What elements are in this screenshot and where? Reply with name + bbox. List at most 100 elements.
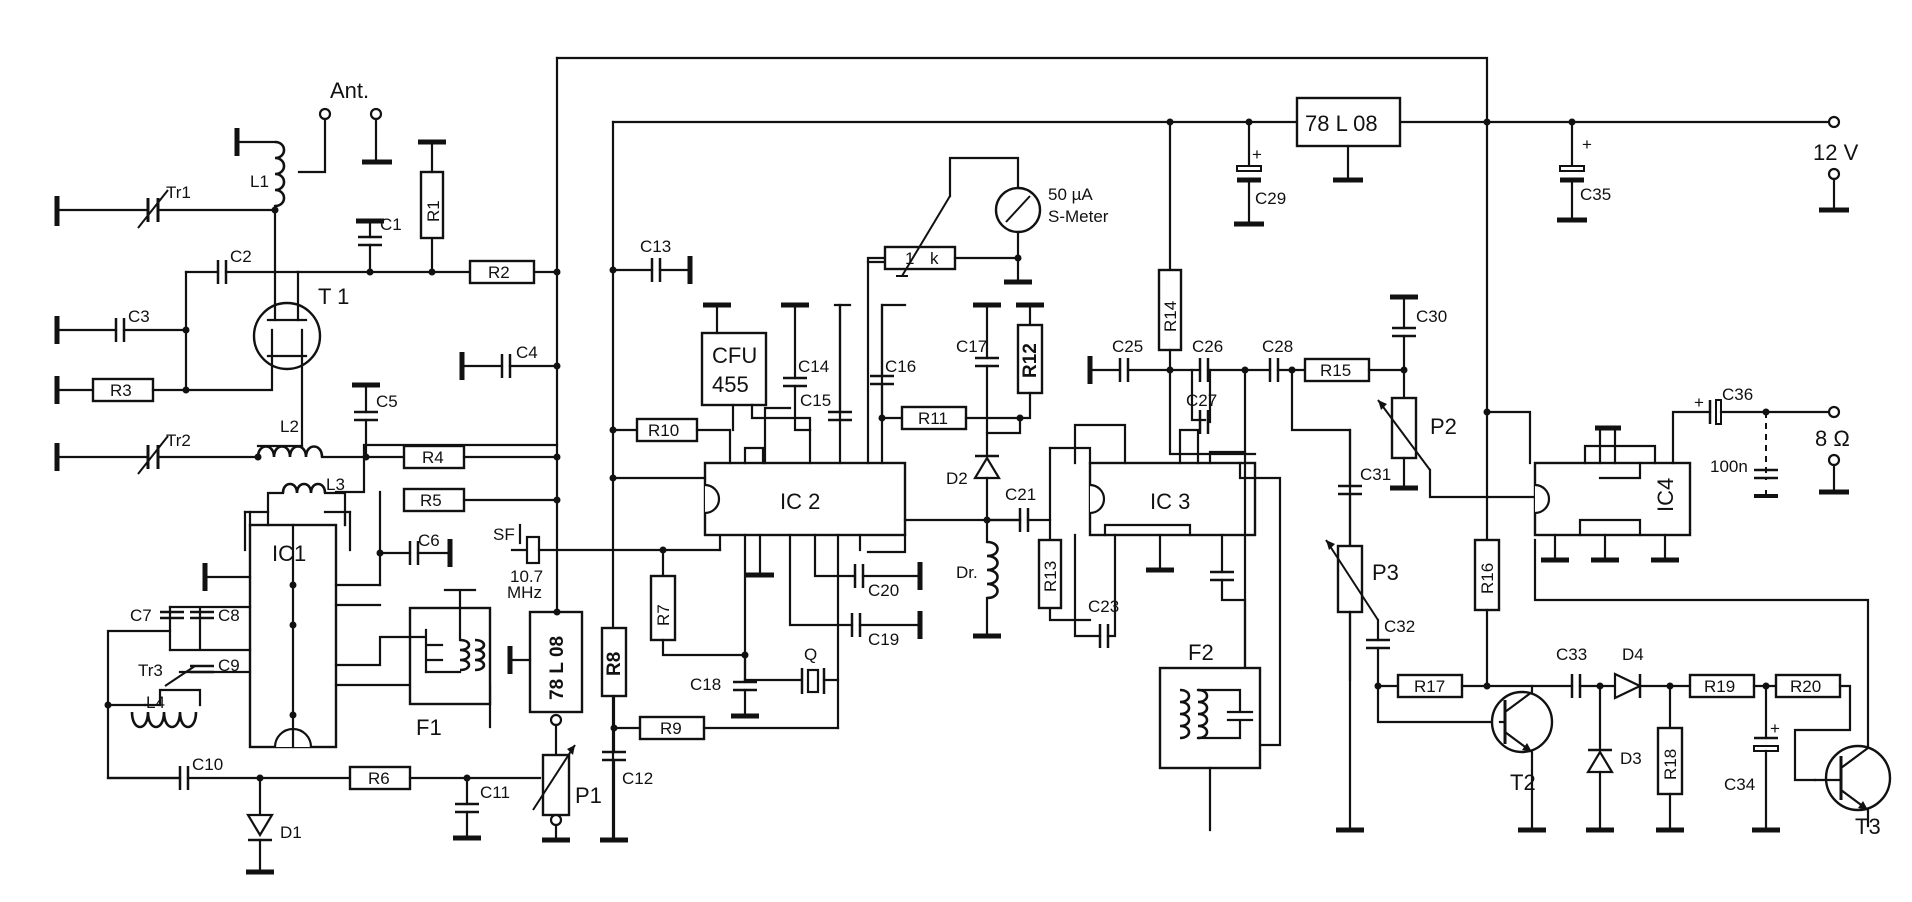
c2-label: C2: [230, 247, 252, 266]
r2-label: R2: [488, 263, 510, 282]
c6-label: C6: [418, 531, 440, 550]
r10-label: R10: [648, 421, 679, 440]
ic2-label: IC 2: [780, 489, 820, 514]
antenna-label: Ant.: [330, 78, 369, 103]
c31-label: C31: [1360, 465, 1391, 484]
potentiometer-p3: C31 P3 C32: [1325, 428, 1502, 833]
sf-freq: 10.7: [510, 567, 543, 586]
ic1-mixer: IC1 L3: [202, 443, 559, 749]
c1-label: C1: [380, 215, 402, 234]
cfu-bottom-label: 455: [712, 372, 749, 397]
r14-label: R14: [1161, 301, 1180, 332]
svg-text:+: +: [1694, 393, 1704, 412]
c15-label: C15: [800, 391, 831, 410]
ic3-input-network: C25 R14 C26 C28 R15: [1087, 268, 1408, 682]
c17-label: C17: [956, 337, 987, 356]
r1-label: R1: [424, 200, 443, 222]
svg-text:+: +: [1252, 145, 1262, 164]
sf-label: SF: [493, 525, 515, 544]
c29-label: C29: [1255, 189, 1286, 208]
d1-label: D1: [280, 823, 302, 842]
tr1-label: Tr1: [166, 183, 191, 202]
ic3-label: IC 3: [1150, 489, 1190, 514]
regulator-second-label: 78 L 08: [547, 636, 568, 700]
r9-label: R9: [660, 719, 682, 738]
l4-label: L4: [146, 693, 165, 712]
capacitor-c13: C13: [609, 237, 693, 284]
meter-value: 50 µA: [1048, 185, 1093, 204]
c27-label: C27: [1186, 391, 1217, 410]
output-stage: C33 D3 D4 R18 R19 + C34 R20: [1530, 538, 1892, 839]
c13-label: C13: [640, 237, 671, 256]
c30-label: C30: [1416, 307, 1447, 326]
c12-label: C12: [622, 769, 653, 788]
r11-label: R11: [918, 409, 948, 428]
c10-label: C10: [192, 755, 223, 774]
c26-label: C26: [1192, 337, 1223, 356]
ceramic-filter-cfu455: CFU 455: [700, 302, 812, 432]
regulator-top-label: 78 L 08: [1305, 111, 1378, 136]
ic2-if: IC 2 R10: [609, 260, 1022, 730]
r8-c12-r9: R8 C12 R9: [600, 626, 840, 843]
capacitor-c35: + C35: [1557, 120, 1611, 223]
oscillator-tank: C7 C8 C9 Tr3 L4: [104, 605, 252, 780]
c20-label: C20: [868, 581, 899, 600]
r12-label: R12: [1020, 343, 1041, 378]
meter-name: S-Meter: [1048, 207, 1109, 226]
svg-text:+: +: [1582, 135, 1592, 154]
c34-label: C34: [1724, 775, 1755, 794]
drain-network: C1 R1 R2: [356, 139, 561, 285]
resistor-r11: R11: [880, 405, 1024, 431]
t3-label: T3: [1855, 814, 1881, 839]
r16-label: R16: [1478, 563, 1497, 594]
c100n-label: 100n: [1710, 457, 1748, 476]
c11-label: C11: [480, 783, 510, 802]
detector-section: C17 R12 D2 C21 Dr.: [946, 302, 1052, 639]
r18-label: R18: [1661, 749, 1680, 780]
d3-label: D3: [1620, 749, 1642, 768]
p2-label: P2: [1430, 414, 1457, 439]
p1-label: P1: [575, 783, 602, 808]
svg-text:+: +: [1770, 719, 1780, 738]
r7-label: R7: [654, 604, 673, 626]
c35-label: C35: [1580, 185, 1611, 204]
q-label: Q: [804, 645, 817, 664]
c3-label: C3: [128, 307, 150, 326]
p3-label: P3: [1372, 560, 1399, 585]
l3-label: L3: [326, 475, 345, 494]
r15-label: R15: [1320, 361, 1351, 380]
varactor-tuning: C10 D1 R6 C11: [106, 755, 542, 875]
capacitor-c29: + C29: [1234, 120, 1286, 227]
c33-label: C33: [1556, 645, 1587, 664]
dr-label: Dr.: [956, 563, 978, 582]
ic2-decoupling: C14 C15 C16: [781, 302, 916, 432]
pot-1k-b: k: [930, 249, 939, 268]
d4-label: D4: [1622, 645, 1644, 664]
input-network: C2 C3 R3: [54, 247, 300, 404]
agc-transistor-t2: R16 R17 T2: [1396, 538, 1554, 833]
regulator-ic1-supply: 78 L 08: [507, 608, 584, 757]
c36-label: C36: [1722, 385, 1753, 404]
pot-1k-a: 1: [905, 249, 914, 268]
c21-label: C21: [1005, 485, 1036, 504]
t2-label: T2: [1510, 770, 1536, 795]
potentiometer-p1: P1: [532, 744, 602, 843]
capacitor-c4: C4: [459, 343, 561, 380]
r20-label: R20: [1790, 677, 1821, 696]
tr3-label: Tr3: [138, 661, 163, 680]
r5-c6: R5 C6: [376, 487, 561, 567]
c14-label: C14: [798, 357, 829, 376]
supply-terminal: 12 V: [1813, 115, 1859, 213]
ic4-audio-amp: IC4 + C36 100n 8 Ω: [1483, 385, 1850, 563]
ic4-label: IC4: [1653, 478, 1678, 512]
antenna-section: Ant. L1 Tr1: [54, 78, 392, 274]
c18-label: C18: [690, 675, 721, 694]
c32-label: C32: [1384, 617, 1415, 636]
c28-label: C28: [1262, 337, 1293, 356]
c9-label: C9: [218, 656, 240, 675]
s-meter: 50 µA S-Meter 1 k: [866, 156, 1109, 285]
l2-label: L2: [280, 417, 299, 436]
filter-sf: SF 10.7 MHz: [493, 523, 722, 602]
speaker-label: 8 Ω: [1815, 426, 1850, 451]
